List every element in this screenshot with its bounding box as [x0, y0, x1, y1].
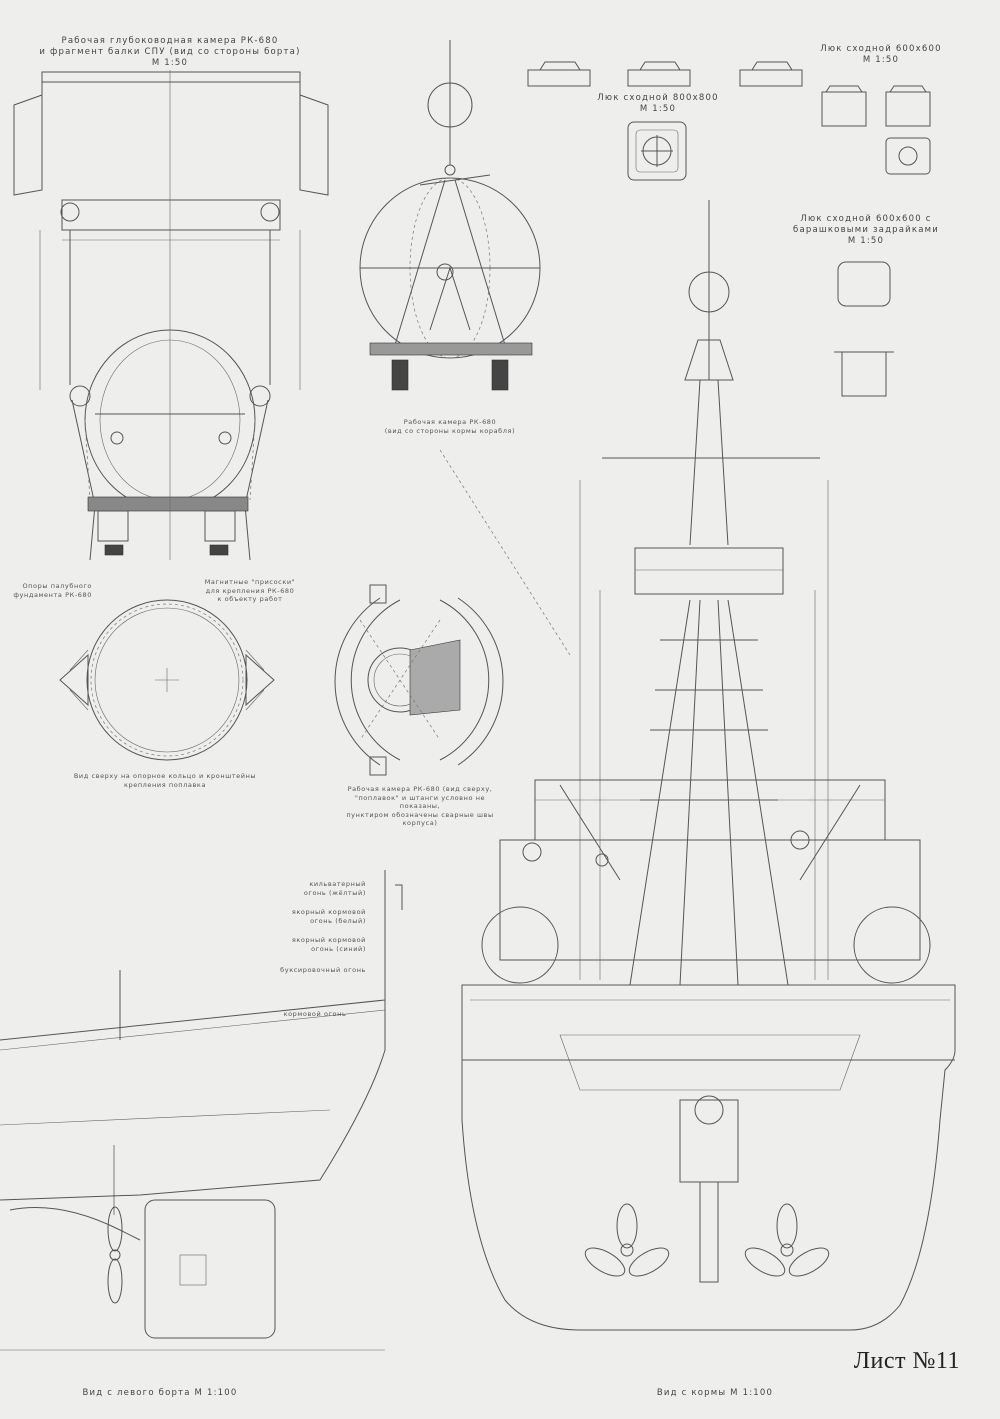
chamber-top-view-title: Рабочая камера РК-680 (вид сверху, "попл… [346, 785, 494, 827]
anchor-light-white-label: якорный кормовой огонь (белый) [291, 908, 366, 925]
port-side-view-title: Вид с левого борта М 1:100 [82, 1388, 238, 1398]
ship-port-side-drawing [0, 870, 403, 1351]
hatch-drawing [527, 61, 931, 397]
chamber-top-view-drawing [334, 584, 504, 776]
chamber-stern-view-drawing [359, 40, 571, 656]
base-ring-title: Вид сверху на опорное кольцо и кронштейн… [73, 772, 257, 789]
ship-stern-view-drawing [461, 200, 956, 1331]
wake-light-label: кильватерный огонь (жёлтый) [303, 880, 366, 897]
base-ring-drawing [59, 599, 275, 761]
chamber-side-view-drawing [13, 70, 329, 561]
chamber-side-view-title: Рабочая глубоководная камера РК-680 и фр… [39, 36, 301, 68]
sheet-number: Лист №11 [853, 1348, 960, 1374]
anchor-light-blue-label: якорный кормовой огонь (синий) [291, 936, 366, 953]
deck-supports-note: Опоры палубного фундамента РК-680 [13, 582, 92, 599]
hatch-600-clamps-title: Люк сходной 600х600 с барашковыми задрай… [793, 214, 939, 246]
hatch-800-title: Люк сходной 800х800 М 1:50 [597, 93, 719, 114]
stern-view-title: Вид с кормы М 1:100 [656, 1388, 774, 1398]
magnets-note: Магнитные "присоски" для крепления РК-68… [204, 578, 296, 603]
chamber-stern-view-title: Рабочая камера РК-680 (вид со стороны ко… [384, 418, 516, 435]
stern-light-label: кормовой огонь [283, 1010, 347, 1018]
towing-light-label: буксировочный огонь [280, 966, 366, 974]
hatch-600-title: Люк сходной 600х600 М 1:50 [820, 44, 942, 65]
